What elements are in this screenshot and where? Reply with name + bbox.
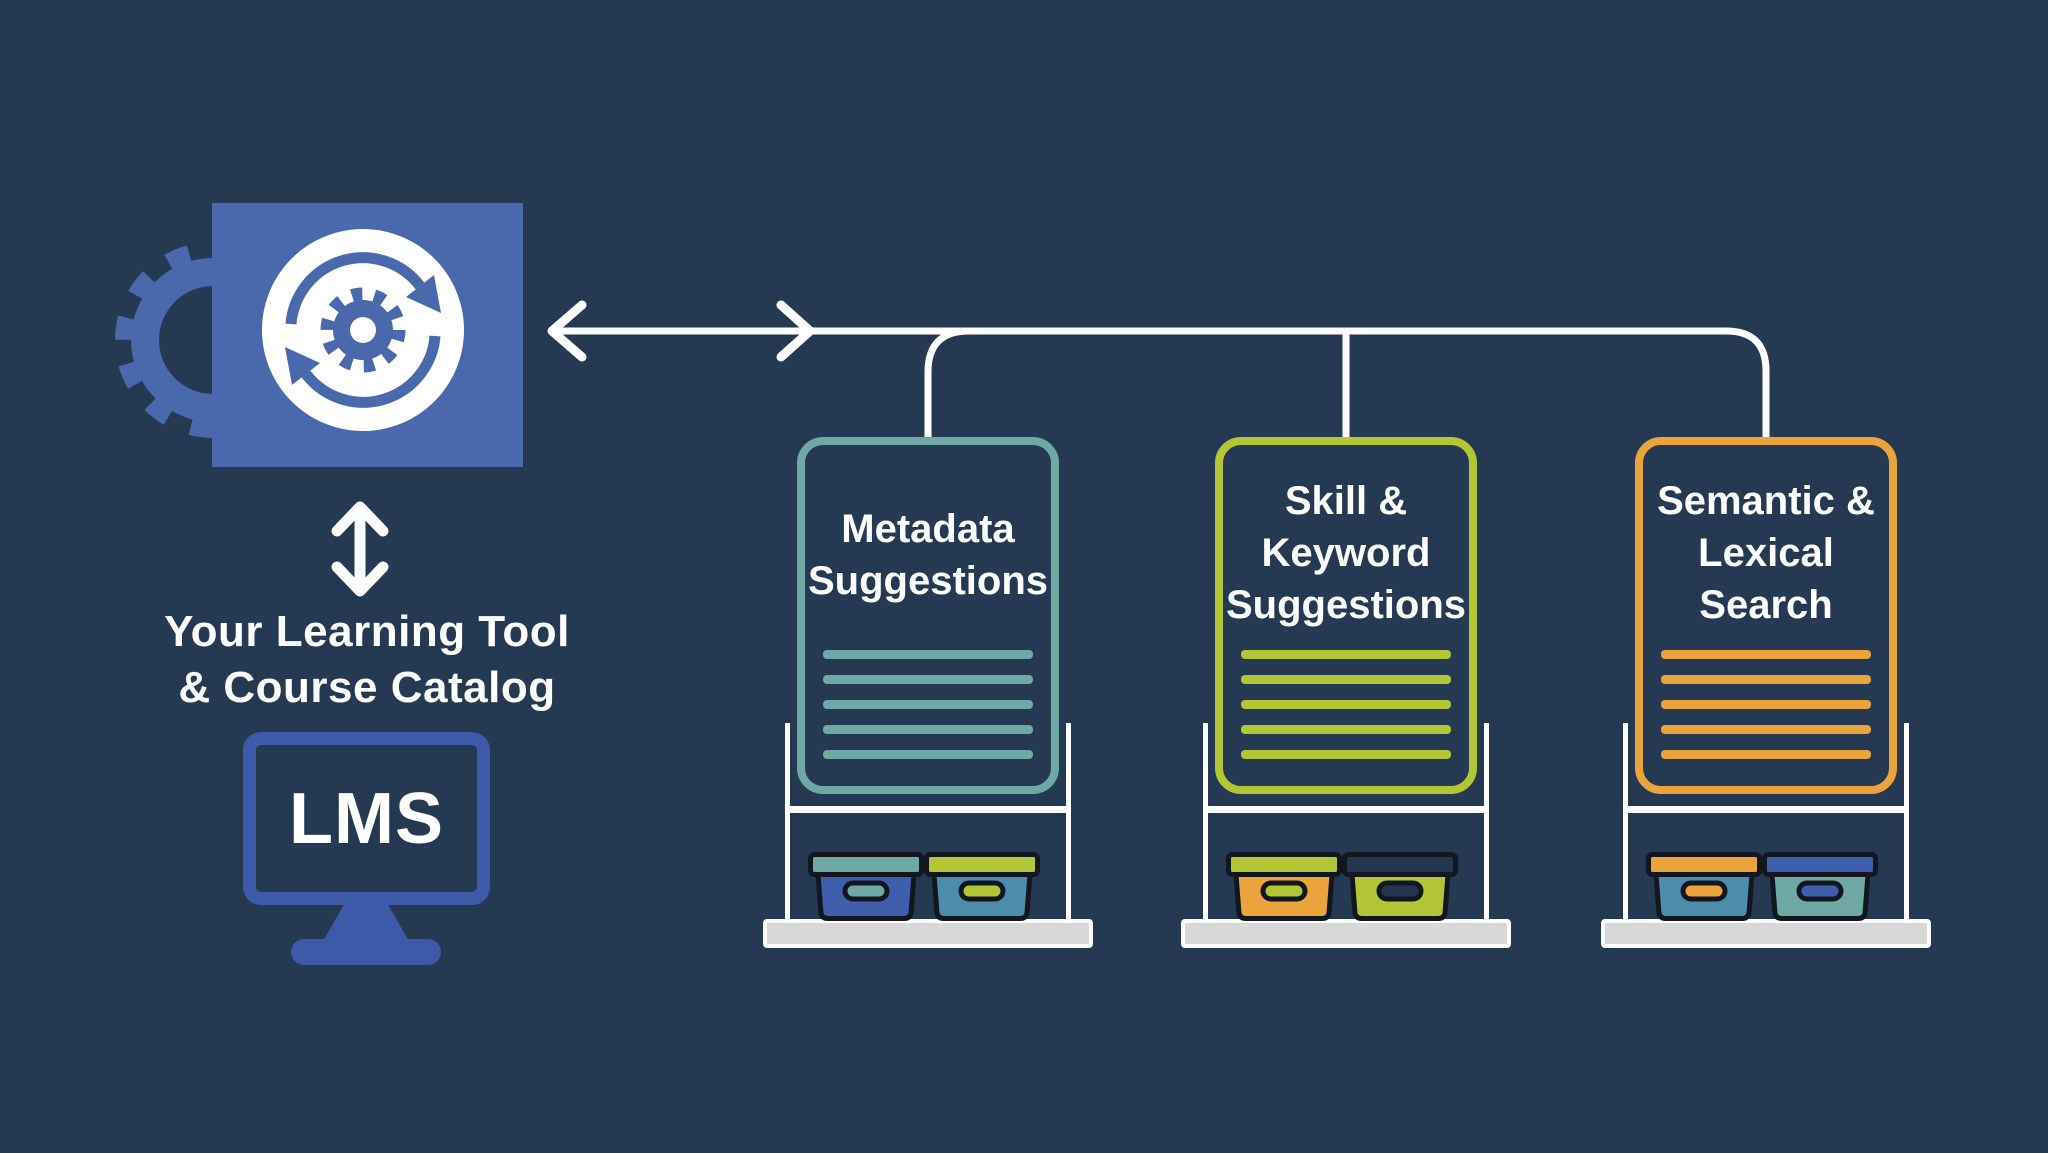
text-line: [823, 700, 1033, 709]
storage-box-icon: [1342, 852, 1458, 921]
text-line: [823, 750, 1033, 759]
sync-app-tile: [212, 203, 523, 467]
card-title: Semantic & Lexical Search: [1643, 445, 1889, 631]
text-line: [823, 675, 1033, 684]
text-line: [1241, 675, 1451, 684]
storage-box-icon: [1646, 852, 1762, 921]
monitor-base: [291, 939, 441, 965]
text-lines: [1241, 650, 1451, 775]
caption-line: & Course Catalog: [178, 663, 556, 712]
text-line: [1661, 725, 1871, 734]
caption-line: Your Learning Tool: [164, 607, 570, 656]
card-title-line: Lexical: [1698, 531, 1834, 575]
card-semantic-lexical-search: Semantic & Lexical Search: [1635, 437, 1897, 794]
storage-box-icon: [808, 852, 924, 921]
card-title-line: Semantic &: [1657, 479, 1875, 523]
text-line: [1241, 750, 1451, 759]
card-title-line: Keyword: [1261, 531, 1431, 575]
connector-lines: [547, 300, 1770, 444]
card-title-line: Metadata: [841, 507, 1015, 551]
text-line: [823, 650, 1033, 659]
lms-label: LMS: [289, 778, 444, 859]
branch-line-1: [924, 327, 973, 444]
card-title-line: Skill &: [1284, 479, 1408, 523]
shelf-rack: [1181, 723, 1511, 948]
text-line: [1241, 700, 1451, 709]
card-skill-keyword-suggestions: Skill & Keyword Suggestions: [1215, 437, 1477, 794]
storage-box-icon: [924, 852, 1040, 921]
card-title-line: Search: [1699, 583, 1833, 627]
card-title: Metadata Suggestions: [805, 445, 1051, 607]
bidirectional-arrow-icon: [331, 501, 389, 597]
text-line: [1661, 700, 1871, 709]
text-line: [1241, 725, 1451, 734]
lms-monitor-icon: LMS: [243, 732, 490, 905]
storage-box-icon: [1762, 852, 1878, 921]
text-line: [823, 725, 1033, 734]
text-line: [1241, 650, 1451, 659]
text-line: [1661, 675, 1871, 684]
text-line: [1661, 650, 1871, 659]
sync-gear-icon: [262, 229, 464, 431]
card-title-line: Suggestions: [807, 559, 1049, 603]
lms-caption: Your Learning Tool & Course Catalog: [139, 604, 595, 716]
arrowhead-right-icon: [776, 300, 815, 362]
shelf-rack: [763, 723, 1093, 948]
text-lines: [1661, 650, 1871, 775]
card-title-line: Suggestions: [1225, 583, 1467, 627]
text-line: [1661, 750, 1871, 759]
card-title: Skill & Keyword Suggestions: [1223, 445, 1469, 631]
arrowhead-left-icon: [547, 300, 587, 362]
storage-box-icon: [1226, 852, 1342, 921]
trunk-line: [552, 327, 1770, 444]
text-lines: [823, 650, 1033, 775]
shelf-rack: [1601, 723, 1931, 948]
card-metadata-suggestions: Metadata Suggestions: [797, 437, 1059, 794]
